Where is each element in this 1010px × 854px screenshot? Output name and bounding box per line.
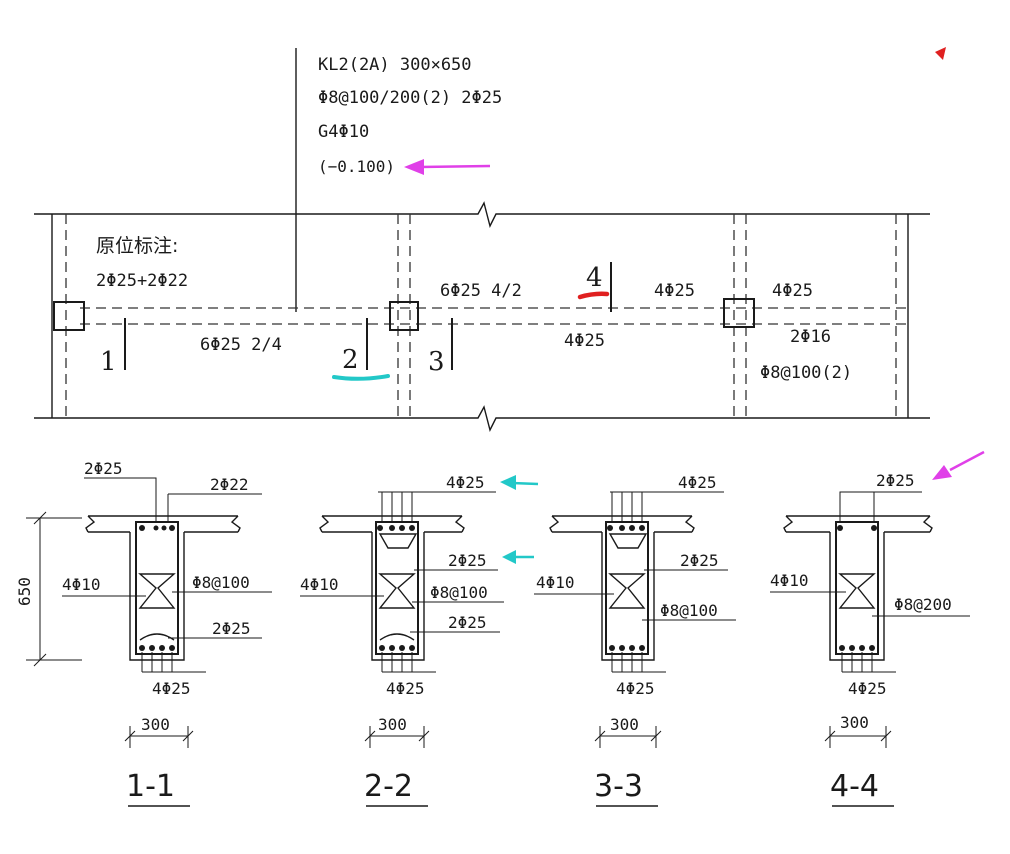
column-left <box>53 301 85 331</box>
bottom-bars: 4Φ25 <box>848 679 887 698</box>
slab-top-edge <box>34 201 930 228</box>
top-bars-1: 4Φ25 <box>446 473 485 492</box>
section-title: 2-2 <box>364 769 413 804</box>
section-title: 4-4 <box>830 769 879 804</box>
stirrup-spec: Φ8@100/200(2) 2Φ25 <box>318 88 502 108</box>
stirrup-label: Φ8@200 <box>894 595 952 614</box>
in-situ-title: 原位标注: <box>96 235 178 257</box>
plan-view: KL2(2A) 300×650 Φ8@100/200(2) 2Φ25 G4Φ10… <box>34 47 946 432</box>
column-right <box>723 298 755 328</box>
stirrup <box>835 521 879 655</box>
stirrup <box>605 521 649 655</box>
width-dimension: 300 <box>141 715 170 734</box>
support-right-right-bars: 4Φ25 <box>772 281 813 301</box>
cut-mark-1: 1 <box>100 347 117 377</box>
support-right-left-bars: 4Φ25 <box>654 281 695 301</box>
top-bars-2: 2Φ22 <box>210 475 249 494</box>
cut-mark-3: 3 <box>428 347 445 377</box>
side-bars: 4Φ10 <box>300 575 339 594</box>
top-bars-1: 4Φ25 <box>678 473 717 492</box>
section-2-2: 4Φ25 2Φ25 4Φ10 Φ8@100 2Φ25 4Φ25 300 2-2 <box>300 473 539 807</box>
cantilever-bottom-bars: 2Φ16 <box>790 327 831 347</box>
span2-top-bars: 6Φ25 4/2 <box>440 281 522 301</box>
cut-mark-4: 4 <box>586 263 603 293</box>
in-situ-value: 2Φ25+2Φ22 <box>96 271 188 291</box>
cut-mark-2: 2 <box>342 345 359 375</box>
side-bars: 4Φ10 <box>62 575 101 594</box>
cyan-arrow-mid <box>502 550 534 564</box>
section-title: 1-1 <box>126 769 175 804</box>
stirrup <box>135 521 179 655</box>
side-bars: 4Φ10 <box>770 571 809 590</box>
red-underline-mark-4 <box>577 291 610 300</box>
section-4-4: 2Φ25 4Φ10 Φ8@200 4Φ25 300 4-4 <box>770 450 985 807</box>
height-dimension: 650 <box>15 577 34 606</box>
top-bars-2: 2Φ25 <box>680 551 719 570</box>
magenta-arrow-elevation <box>404 159 491 175</box>
side-bar-spec: G4Φ10 <box>318 122 369 142</box>
bottom-upper-bars: 2Φ25 <box>448 613 487 632</box>
span2-bottom-bars: 4Φ25 <box>564 331 605 351</box>
span1-bottom-bars: 6Φ25 2/4 <box>200 335 282 355</box>
cyan-arrow-top <box>500 475 539 490</box>
width-dimension: 300 <box>840 713 869 732</box>
section-3-3: 4Φ25 2Φ25 4Φ10 Φ8@100 4Φ25 300 3-3 <box>534 473 736 807</box>
side-bars: 4Φ10 <box>536 573 575 592</box>
bottom-bars: 4Φ25 <box>616 679 655 698</box>
elevation-offset: (−0.100) <box>318 157 395 176</box>
red-mark <box>935 47 946 60</box>
column-middle <box>389 301 419 331</box>
beam-outline <box>601 532 655 661</box>
stirrup <box>375 521 419 655</box>
width-dimension: 300 <box>610 715 639 734</box>
width-dimension: 300 <box>378 715 407 734</box>
beam-designation: KL2(2A) 300×650 <box>318 55 472 75</box>
cyan-underline-mark-2 <box>332 374 390 381</box>
stirrup-label: Φ8@100 <box>430 583 488 602</box>
section-1-1: 650 2Φ25 2Φ22 4Φ10 Φ8@100 2Φ25 4Φ25 300 … <box>15 459 272 807</box>
bottom-bars: 4Φ25 <box>152 679 191 698</box>
beam-outline <box>829 532 885 661</box>
section-title: 3-3 <box>594 769 643 804</box>
top-bars-1: 2Φ25 <box>84 459 123 478</box>
bottom-upper-bars: 2Φ25 <box>212 619 251 638</box>
stirrup-label: Φ8@100 <box>660 601 718 620</box>
bottom-bars: 4Φ25 <box>386 679 425 698</box>
slab-bottom-edge <box>34 405 930 432</box>
top-bars-1: 2Φ25 <box>876 471 915 490</box>
stirrup-label: Φ8@100 <box>192 573 250 592</box>
top-bars-2: 2Φ25 <box>448 551 487 570</box>
cantilever-stirrup: Φ8@100(2) <box>760 363 852 383</box>
magenta-arrow-top <box>932 450 985 480</box>
